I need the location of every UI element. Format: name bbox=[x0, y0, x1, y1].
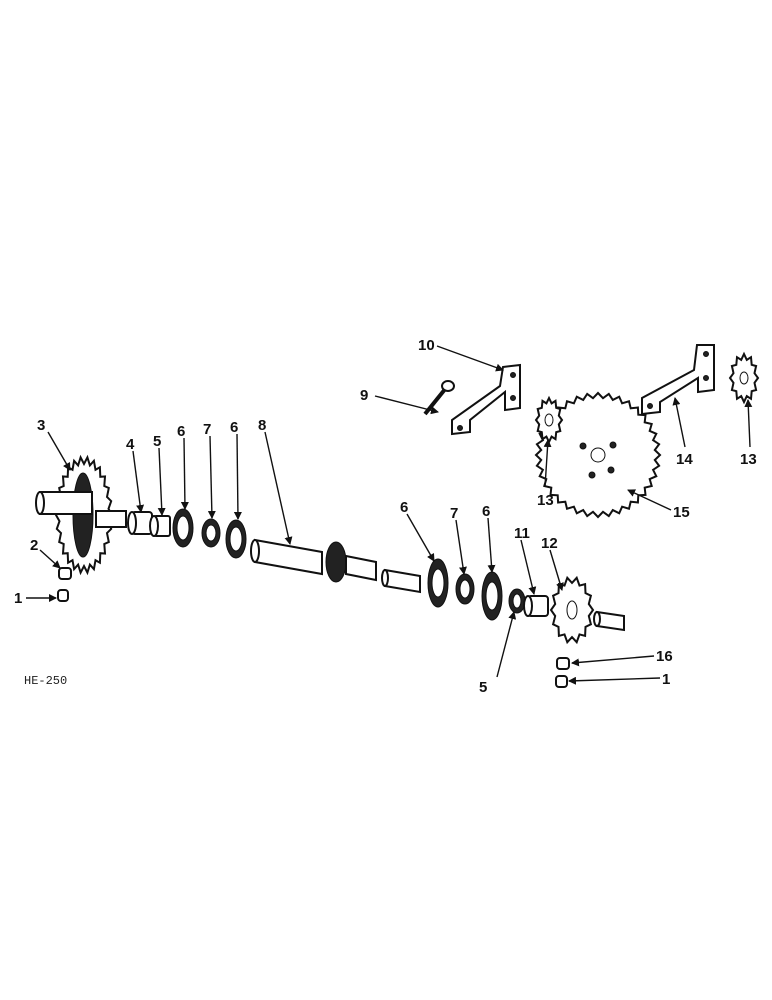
flange-6-right-b bbox=[481, 571, 503, 621]
callout-12: 12 bbox=[541, 535, 558, 552]
nut-1-right bbox=[555, 675, 568, 688]
drawing-code: HE-250 bbox=[24, 674, 67, 688]
callout-1-left: 1 bbox=[14, 590, 22, 607]
spacer-11 bbox=[523, 595, 549, 617]
nut-16 bbox=[556, 657, 570, 670]
bracket-14 bbox=[641, 344, 715, 416]
bearing-7-right bbox=[455, 573, 475, 605]
callout-2: 2 bbox=[30, 537, 38, 554]
bushing-5-right bbox=[508, 588, 526, 614]
bearing-7-left bbox=[201, 518, 221, 548]
callout-16: 16 bbox=[656, 648, 673, 665]
callout-5-right: 5 bbox=[479, 679, 487, 696]
callout-9: 9 bbox=[360, 387, 368, 404]
shaft-segment bbox=[381, 568, 421, 594]
flange-6-right-a bbox=[427, 558, 449, 608]
callout-7-left: 7 bbox=[203, 421, 211, 438]
sleeve-4 bbox=[127, 511, 153, 535]
callout-10: 10 bbox=[418, 337, 435, 354]
callout-13-right: 13 bbox=[740, 451, 757, 468]
main-shaft-8 bbox=[250, 538, 377, 583]
callout-11: 11 bbox=[514, 525, 530, 542]
callout-5-left: 5 bbox=[153, 433, 161, 450]
nut-2 bbox=[58, 567, 72, 580]
small-sprocket-13-right bbox=[728, 351, 760, 405]
callout-4: 4 bbox=[126, 436, 135, 453]
callout-3: 3 bbox=[37, 417, 45, 434]
callout-15: 15 bbox=[673, 504, 690, 521]
nut-1-left bbox=[57, 589, 69, 602]
callout-8: 8 bbox=[258, 417, 266, 434]
callout-13-left: 13 bbox=[537, 492, 554, 509]
flange-6-left-a bbox=[172, 508, 194, 548]
bushing-5-left bbox=[149, 515, 171, 537]
callout-6-left-a: 6 bbox=[177, 423, 185, 440]
bracket-10 bbox=[451, 363, 521, 436]
bolt-9 bbox=[423, 380, 455, 416]
flange-6-left-b bbox=[225, 519, 247, 559]
large-sprocket-left bbox=[35, 454, 127, 576]
leader-lines bbox=[26, 345, 753, 685]
callout-labels: 3 2 1 4 5 6 7 6 8 9 10 13 15 14 13 6 7 6… bbox=[14, 337, 757, 696]
callout-14: 14 bbox=[676, 451, 693, 468]
callout-6-right-a: 6 bbox=[400, 499, 408, 516]
callout-6-left-b: 6 bbox=[230, 419, 238, 436]
callout-7-right: 7 bbox=[450, 505, 458, 522]
small-sprocket-12 bbox=[549, 575, 625, 645]
large-sprocket-15 bbox=[534, 391, 662, 519]
callout-1-right: 1 bbox=[662, 671, 670, 688]
small-sprocket-13-left bbox=[534, 395, 564, 445]
callout-6-right-b: 6 bbox=[482, 503, 490, 520]
